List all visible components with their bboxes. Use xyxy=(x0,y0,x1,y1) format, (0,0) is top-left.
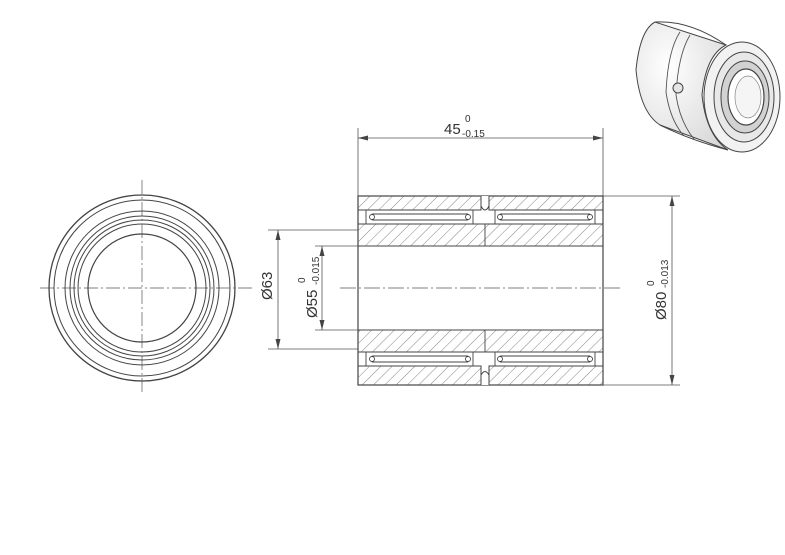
inner-ring-bottom xyxy=(357,329,604,353)
outer-value: Ø80 xyxy=(653,292,670,320)
cage-inner-circle xyxy=(73,219,211,357)
outer-ring-top-left xyxy=(357,195,482,211)
bore-lower-tol: -0.015 xyxy=(311,256,322,285)
raceway-value: Ø63 xyxy=(259,272,276,300)
cage-outer-circle xyxy=(69,215,215,361)
outer-upper-tol: 0 xyxy=(646,280,657,286)
section-view xyxy=(268,128,680,386)
width-lower-tol: -0.15 xyxy=(462,129,485,140)
bore-circle xyxy=(87,233,197,343)
outer-lower-tol: -0.013 xyxy=(660,259,671,288)
width-upper-tol: 0 xyxy=(465,114,471,125)
raceway-dimension-label: Ø63 xyxy=(259,272,276,300)
iso-view xyxy=(635,21,781,153)
bore-dimension-label: Ø55 0 -0.015 xyxy=(297,256,322,318)
roller-row-top xyxy=(365,209,596,225)
outer-ring-bottom-right xyxy=(488,365,604,386)
width-dimension-label: 45 0 -0.15 xyxy=(444,114,485,140)
outer-ring-bottom-left xyxy=(357,365,482,386)
inner-ring-top xyxy=(357,223,604,247)
outer-chamfer-circle xyxy=(53,199,231,377)
outer-ring-circle xyxy=(48,194,236,382)
outer-dimension-label: Ø80 0 -0.013 xyxy=(646,259,671,320)
inner-ring-outer-circle xyxy=(77,223,207,353)
outer-ring-top-right xyxy=(488,195,604,211)
raceway-circle xyxy=(64,210,220,366)
end-view xyxy=(40,180,252,395)
iso-lube-hole xyxy=(672,82,684,94)
width-value: 45 xyxy=(444,121,461,138)
bore-upper-tol: 0 xyxy=(297,277,308,283)
bore-value: Ø55 xyxy=(304,290,321,318)
